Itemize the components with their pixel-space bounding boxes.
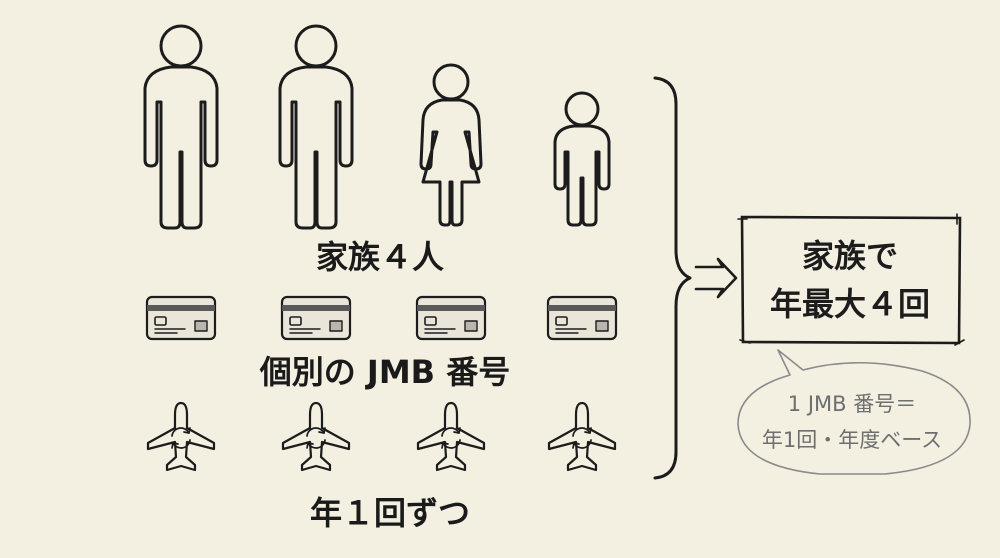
note-line-1: 1 JMB 番号＝ xyxy=(787,392,917,416)
speech-bubble xyxy=(737,349,971,475)
child-icon xyxy=(553,91,611,227)
card-icon xyxy=(415,295,487,341)
note-line-2: 年1回・年度ベース xyxy=(761,428,943,452)
airplane-cycle-icon xyxy=(416,401,486,472)
family-label: 家族４人 xyxy=(315,238,444,276)
curly-brace-icon xyxy=(653,76,692,480)
speech-bubble-note: 1 JMB 番号＝ 年1回・年度ベース xyxy=(742,386,962,458)
man-icon xyxy=(278,24,354,230)
result-box-frame xyxy=(737,213,965,346)
card-icon xyxy=(546,295,618,341)
airplane-cycle-icon xyxy=(547,401,617,472)
airplane-cycle-icon xyxy=(281,401,351,472)
airplane-cycle-icon xyxy=(146,401,216,472)
result-line-1: 家族で xyxy=(801,237,898,275)
jmb-number-label: 個別の JMB 番号 xyxy=(259,353,511,391)
result-box: 家族で 年最大４回 xyxy=(745,219,955,341)
card-icon xyxy=(145,295,217,341)
card-icon xyxy=(280,295,352,341)
result-line-2: 年最大４回 xyxy=(769,285,930,323)
arrow-right-icon xyxy=(694,257,738,299)
woman-icon xyxy=(419,63,483,227)
man-icon xyxy=(143,24,219,230)
once-per-year-label: 年１回ずつ xyxy=(309,494,470,532)
